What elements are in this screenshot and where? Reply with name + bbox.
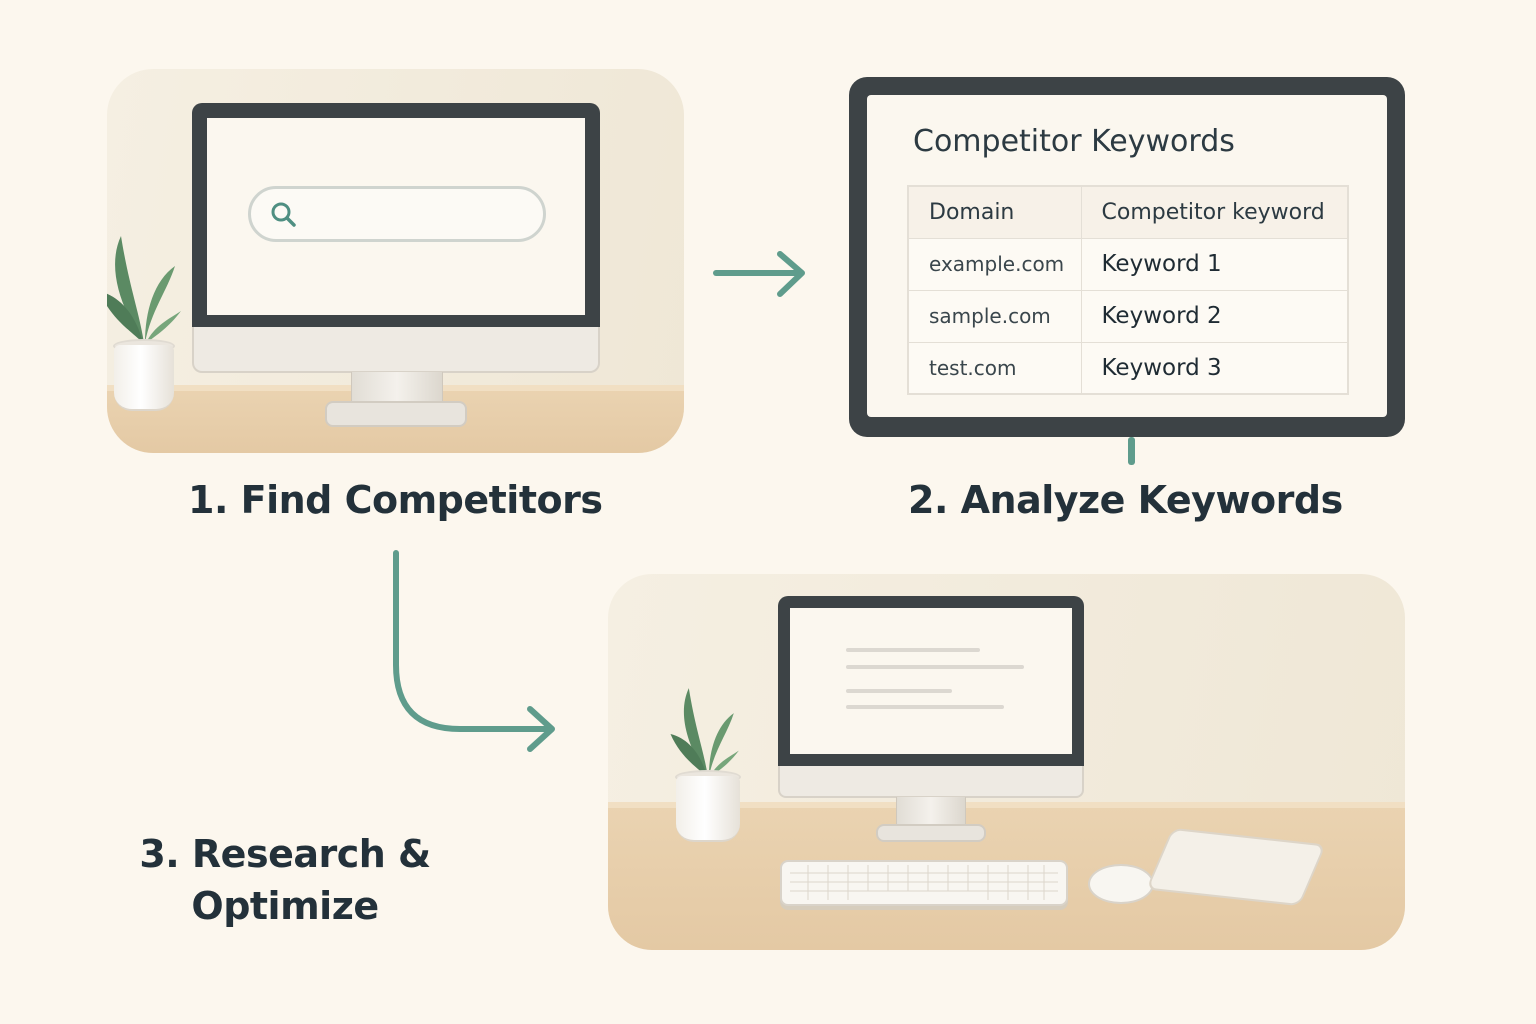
column-header-keyword: Competitor keyword xyxy=(1080,185,1349,239)
monitor-neck xyxy=(896,797,966,829)
table-row: test.com Keyword 3 xyxy=(907,341,1349,395)
table-row: sample.com Keyword 2 xyxy=(907,289,1349,343)
mouse xyxy=(1088,864,1154,904)
domain-cell: test.com xyxy=(907,341,1082,395)
keyword-cell: Keyword 3 xyxy=(1080,341,1349,395)
desk-edge xyxy=(608,802,1405,808)
monitor-chin xyxy=(778,766,1084,798)
domain-cell: sample.com xyxy=(907,289,1082,343)
step-3-label-line-1: 3. Research & xyxy=(139,832,431,876)
scene-research-optimize xyxy=(608,574,1405,950)
monitor-chin xyxy=(192,327,600,373)
plant-pot xyxy=(114,345,174,411)
plant-leaves-icon xyxy=(107,236,181,343)
monitor-screen xyxy=(790,608,1072,754)
monitor-foot xyxy=(325,401,467,427)
step-2-label: 2. Analyze Keywords xyxy=(908,478,1343,522)
keyword-table: Domain Competitor keyword example.com Ke… xyxy=(907,185,1349,395)
table-row: example.com Keyword 1 xyxy=(907,237,1349,291)
text-line xyxy=(846,665,1024,669)
step-1-label: 1. Find Competitors xyxy=(188,478,603,522)
search-icon xyxy=(271,202,296,227)
keyword-cell: Keyword 1 xyxy=(1080,237,1349,291)
keyword-cell: Keyword 2 xyxy=(1080,289,1349,343)
step-3-label-line-2: Optimize xyxy=(191,884,379,928)
text-line xyxy=(846,689,952,693)
search-bar[interactable] xyxy=(248,186,546,242)
column-header-domain: Domain xyxy=(907,185,1082,239)
table-header-row: Domain Competitor keyword xyxy=(907,185,1349,239)
plant-pot xyxy=(676,776,740,842)
monitor-neck xyxy=(351,372,443,406)
domain-cell: example.com xyxy=(907,237,1082,291)
monitor-foot xyxy=(876,824,986,842)
text-line xyxy=(846,648,980,652)
curved-arrow-icon xyxy=(393,550,555,752)
scene-find-competitors xyxy=(107,69,684,453)
keyboard-keys xyxy=(790,865,1058,900)
keyword-monitor-stand xyxy=(1128,437,1135,465)
step-3-label: 3. Research & Optimize xyxy=(130,828,440,932)
keyboard xyxy=(780,860,1068,906)
keyword-panel-title: Competitor Keywords xyxy=(913,124,1235,159)
arrow-right-icon xyxy=(713,251,805,297)
plant-leaves-icon xyxy=(670,688,739,778)
text-line xyxy=(846,705,1004,709)
